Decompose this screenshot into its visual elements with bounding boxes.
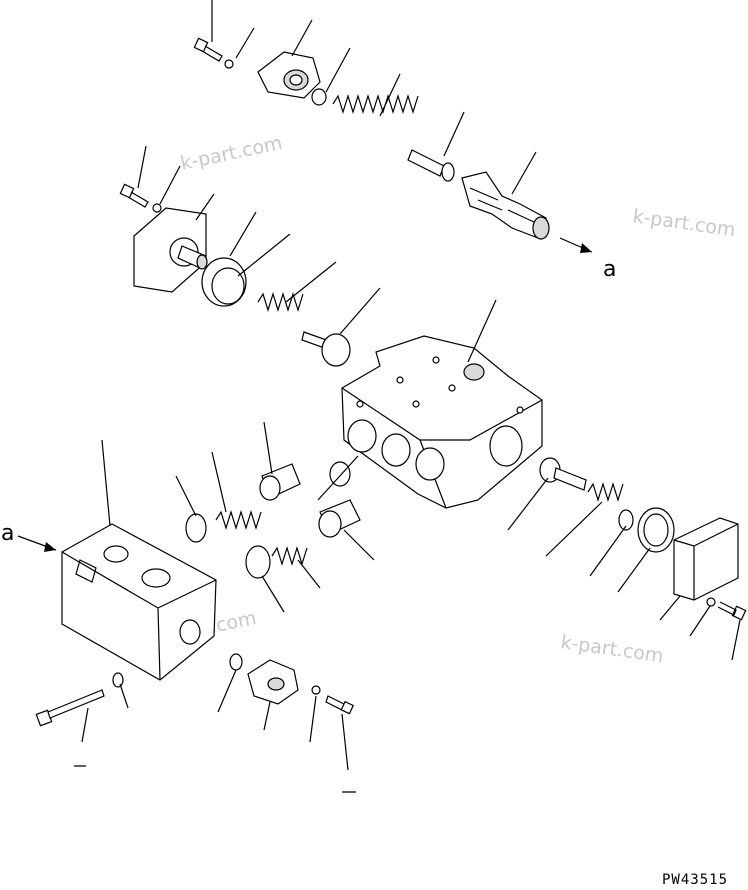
lower-o-ring-3 xyxy=(245,545,271,579)
bottom-flange xyxy=(247,659,299,705)
bottom-o-ring xyxy=(229,653,243,671)
right-o-ring xyxy=(618,509,634,531)
right-cover-gasket xyxy=(637,507,675,553)
top-plunger xyxy=(407,149,455,182)
view-label-a-left: a xyxy=(1,521,14,546)
watermark-1: k-part.com xyxy=(178,132,284,175)
view-arrow-a-left xyxy=(17,535,57,552)
middle-piston xyxy=(301,331,351,367)
right-spring xyxy=(587,481,624,503)
lower-spring-1 xyxy=(215,509,262,531)
left-end-block xyxy=(61,523,217,681)
bottom-long-bolt xyxy=(35,689,105,727)
lower-sleeve-2 xyxy=(318,499,361,538)
right-bolt xyxy=(717,601,747,621)
drawing-code: PW43515 xyxy=(662,872,728,888)
top-cover-flange xyxy=(257,51,321,99)
top-spring xyxy=(332,93,419,115)
main-valve-body xyxy=(341,335,543,509)
right-washer xyxy=(706,597,716,607)
right-end-cover xyxy=(673,517,739,601)
top-bolt xyxy=(193,37,223,62)
watermark-2: k-part.com xyxy=(631,205,737,241)
bottom-washer-2 xyxy=(311,685,321,695)
lower-sleeve-1 xyxy=(259,463,301,501)
bottom-washer-1 xyxy=(112,672,124,688)
left-bolt xyxy=(119,183,149,208)
lower-o-ring-1 xyxy=(185,513,207,543)
middle-spring xyxy=(257,291,304,313)
top-o-ring xyxy=(311,88,327,106)
bottom-bolt xyxy=(325,695,355,715)
right-piston xyxy=(539,457,587,491)
left-cover-gasket xyxy=(201,257,247,307)
view-label-a-right: a xyxy=(603,257,616,282)
leader-lines xyxy=(74,0,741,793)
lower-spring-2 xyxy=(271,545,308,567)
left-washer xyxy=(152,203,162,213)
lower-o-ring-2 xyxy=(329,461,351,487)
left-cover-plate xyxy=(133,207,208,293)
top-spool xyxy=(461,171,550,240)
view-arrow-a-right xyxy=(559,237,593,253)
watermark-4: k-part.com xyxy=(559,631,665,667)
top-washer xyxy=(224,59,234,69)
